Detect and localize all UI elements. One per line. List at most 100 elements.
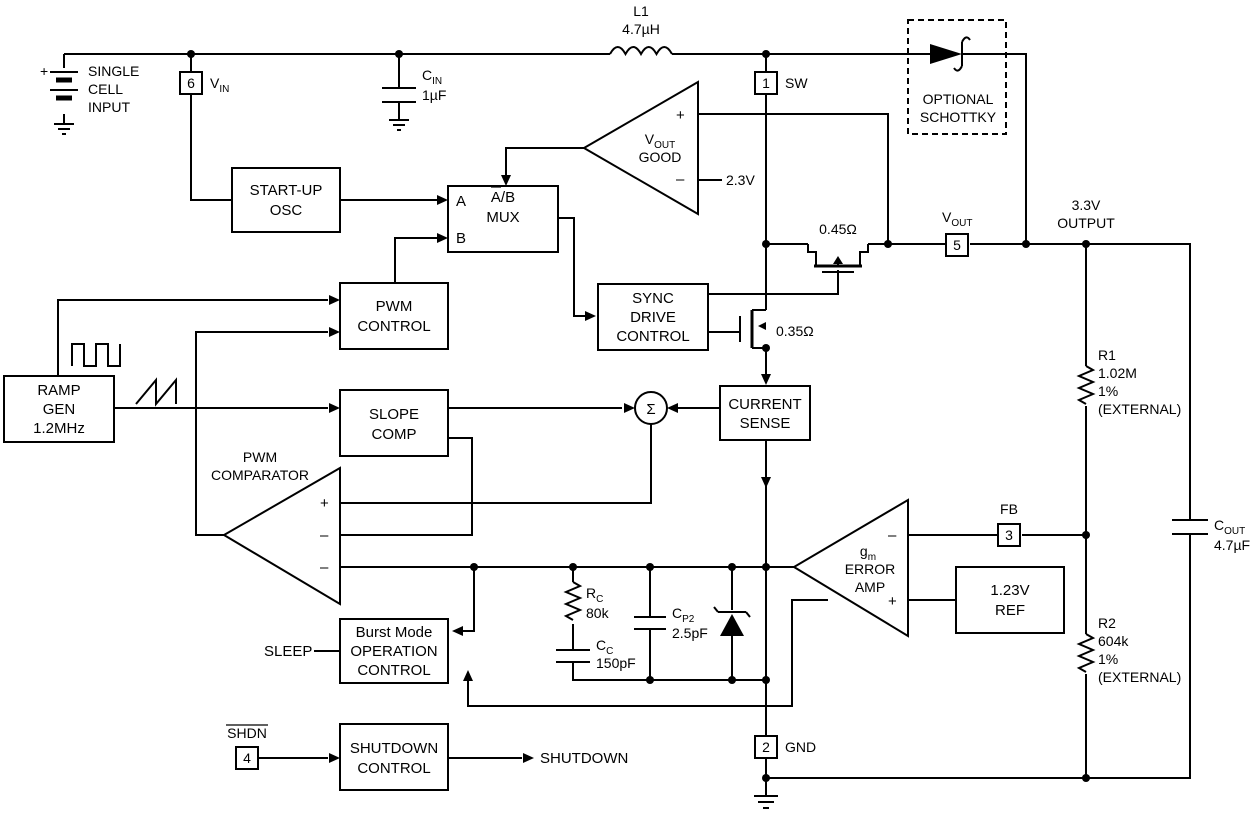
current-sense-block: CURRENT SENSE <box>719 385 811 441</box>
r2-value: 604k <box>1098 633 1129 649</box>
mux-name: MUX <box>486 209 519 226</box>
error-amp-line-1: ERROR <box>845 561 896 577</box>
input-capacitor: CIN 1µF <box>382 67 446 131</box>
sleep-signal-label: SLEEP <box>264 643 312 660</box>
vout-good-minus: – <box>676 171 685 188</box>
vout-good-line-1: VOUT <box>645 131 675 151</box>
pin-shdn: 4 SHDN <box>226 724 268 770</box>
sync-drive-line-1: SYNC <box>632 290 674 307</box>
sawtooth-wave-icon <box>135 377 177 407</box>
startup-osc-line-2: OSC <box>270 202 303 219</box>
slope-comp-line-1: SLOPE <box>369 406 419 423</box>
cc-name: CC <box>596 637 613 657</box>
vout-good-comparator: + – VOUT GOOD 2.3V <box>582 80 755 216</box>
ramp-gen-line-1: RAMP <box>37 382 80 399</box>
burst-mode-line-1: Burst Mode <box>356 624 433 641</box>
nmos-value: 0.35Ω <box>776 323 814 339</box>
cc-value: 150pF <box>596 655 636 671</box>
pin-vout-label: VOUT <box>942 209 972 229</box>
vout-good-line-2: GOOD <box>639 149 682 165</box>
cout-name: COUT <box>1214 517 1245 537</box>
output-voltage: 3.3V <box>1072 197 1101 213</box>
inductor-name: L1 <box>633 3 649 19</box>
error-amp-plus: + <box>888 593 897 610</box>
pin-vin-number: 6 <box>187 75 195 91</box>
burst-mode-block: Burst Mode OPERATION CONTROL <box>339 618 449 684</box>
source-label-line-1: SINGLE <box>88 63 139 79</box>
resistor-rc: RC 80k <box>563 581 610 621</box>
inductor-value: 4.7µH <box>622 21 660 37</box>
mux-input-b: B <box>456 230 466 247</box>
source-label-line-3: INPUT <box>88 99 130 115</box>
resistor-r1: R1 1.02M 1% (EXTERNAL) <box>1076 347 1181 417</box>
source-label-line-2: CELL <box>88 81 123 97</box>
r1-name: R1 <box>1098 347 1116 363</box>
slope-comp-block: SLOPE COMP <box>339 389 449 457</box>
pin-fb-label: FB <box>1000 501 1018 517</box>
r1-value: 1.02M <box>1098 365 1137 381</box>
cin-name: CIN <box>422 67 442 87</box>
mux-input-a: A <box>456 193 466 210</box>
pmos-switch: 0.45Ω <box>807 221 869 273</box>
capacitor-cout: COUT 4.7µF <box>1172 517 1250 553</box>
rc-value: 80k <box>586 605 610 621</box>
cp2-name: CP2 <box>672 605 695 625</box>
pwm-control-line-1: PWM <box>376 298 413 315</box>
cp2-value: 2.5pF <box>672 625 708 641</box>
pwm-control-block: PWM CONTROL <box>339 282 449 350</box>
output-text: OUTPUT <box>1057 215 1115 231</box>
slope-comp-line-2: COMP <box>372 426 417 443</box>
pin-gnd-number: 2 <box>762 739 770 755</box>
r2-tolerance: 1% <box>1098 651 1118 667</box>
pwm-comparator-minus-1: – <box>320 527 329 544</box>
pwm-control-line-2: CONTROL <box>357 318 430 335</box>
sync-drive-line-3: CONTROL <box>616 328 689 345</box>
capacitor-cp2: CP2 2.5pF <box>634 605 708 641</box>
summer-node: Σ <box>634 391 668 425</box>
reference-line-1: 1.23V <box>990 582 1029 599</box>
cout-value: 4.7µF <box>1214 537 1250 553</box>
schottky-label-1: OPTIONAL <box>923 91 994 107</box>
pwm-comparator-line-2: COMPARATOR <box>211 467 309 483</box>
pwm-comparator-minus-2: – <box>320 559 329 576</box>
reference-block: 1.23V REF <box>955 566 1065 634</box>
pin-fb-number: 3 <box>1005 527 1013 543</box>
zener-diode <box>713 606 751 636</box>
battery-symbol: + <box>40 63 78 101</box>
current-sense-line-1: CURRENT <box>728 396 801 413</box>
pwm-comparator-plus: + <box>320 495 329 512</box>
error-amp-line-2: AMP <box>855 579 885 595</box>
capacitor-cc: CC 150pF <box>556 637 636 671</box>
error-amp-gm: gm <box>860 543 876 563</box>
shutdown-control-line-2: CONTROL <box>357 760 430 777</box>
r2-name: R2 <box>1098 615 1116 631</box>
pin-shdn-number: 4 <box>243 750 251 766</box>
sync-drive-line-2: DRIVE <box>630 309 676 326</box>
shutdown-control-line-1: SHUTDOWN <box>350 740 438 757</box>
ground-symbol-chip <box>754 795 778 809</box>
pin-sw-label: SW <box>785 75 808 91</box>
pin-vin-label: VIN <box>210 75 229 95</box>
error-amplifier: – + gm ERROR AMP <box>792 498 909 638</box>
reference-line-2: REF <box>995 602 1025 619</box>
pin-vout-number: 5 <box>953 237 961 253</box>
sync-drive-block: SYNC DRIVE CONTROL <box>597 283 709 351</box>
pin-vout: 5 VOUT <box>942 209 972 257</box>
pmos-value: 0.45Ω <box>819 221 857 237</box>
pin-fb: 3 FB <box>997 501 1021 547</box>
pwm-comparator: PWM COMPARATOR + – – <box>211 449 341 606</box>
shutdown-control-block: SHUTDOWN CONTROL <box>339 723 449 791</box>
vout-good-plus: + <box>676 107 685 124</box>
mux-select: A/B <box>491 189 515 206</box>
nmos-switch: 0.35Ω <box>728 310 814 348</box>
vout-good-ref: 2.3V <box>726 172 755 188</box>
pin-gnd: 2 GND <box>754 735 816 759</box>
shutdown-signal-label: SHUTDOWN <box>540 750 628 767</box>
burst-mode-line-2: OPERATION <box>350 643 437 660</box>
current-sense-line-2: SENSE <box>740 415 791 432</box>
rc-name: RC <box>586 585 603 605</box>
pin-sw-number: 1 <box>762 75 770 91</box>
r2-note: (EXTERNAL) <box>1098 669 1181 685</box>
square-wave-icon <box>71 343 121 367</box>
